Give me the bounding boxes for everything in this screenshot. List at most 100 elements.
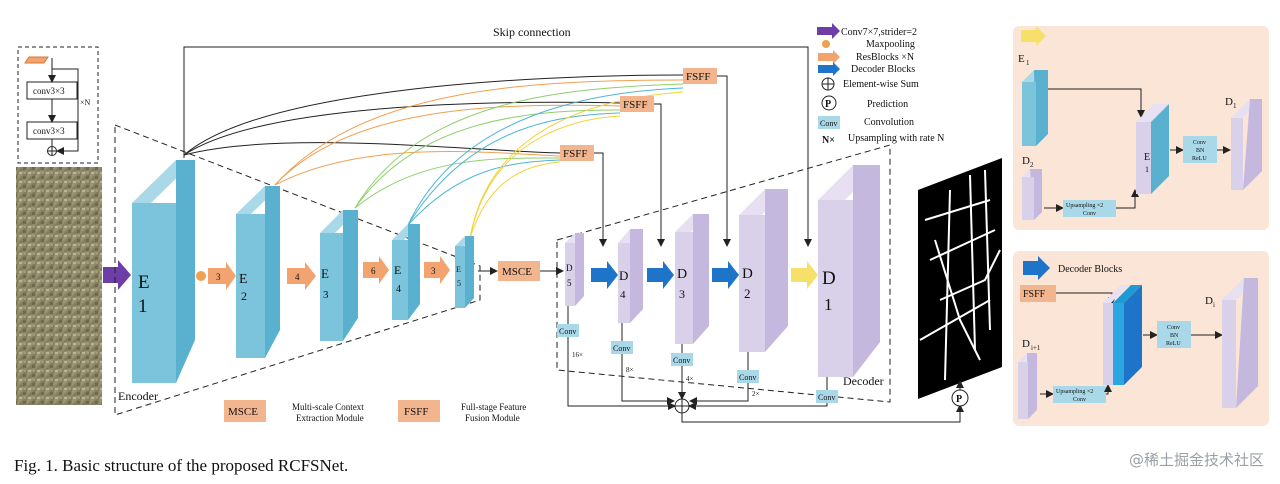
resblock-arrow-2: 4	[287, 262, 316, 290]
prediction-map	[918, 158, 1002, 399]
svg-text:E: E	[321, 266, 329, 281]
svg-text:FSFF: FSFF	[404, 406, 428, 418]
svg-text:Maxpooling: Maxpooling	[866, 39, 915, 50]
resblock-conv1: conv3×3	[33, 86, 65, 96]
decoder-block-d5: D 5	[565, 233, 584, 306]
legend-conv7-icon	[817, 23, 840, 39]
legend-maxpool-icon	[822, 40, 830, 48]
svg-text:Conv: Conv	[1167, 325, 1180, 331]
output-connectors	[567, 306, 964, 423]
svg-text:Full-stage Feature: Full-stage Feature	[461, 402, 526, 412]
svg-text:3: 3	[431, 266, 436, 276]
svg-text:1: 1	[1233, 102, 1237, 110]
svg-text:Convolution: Convolution	[864, 117, 914, 128]
encoder-block-e3: E 3	[320, 210, 358, 341]
resblock-times: ×N	[80, 98, 91, 107]
svg-text:Conv7×7,strider=2: Conv7×7,strider=2	[841, 27, 917, 38]
decoder-arrow-4-yellow	[791, 261, 818, 289]
svg-text:3: 3	[216, 272, 221, 282]
legend: Conv7×7,strider=2 Maxpooling ResBlocks ×…	[817, 23, 944, 146]
skip-connection-label: Skip connection	[493, 25, 571, 39]
svg-text:E: E	[394, 263, 401, 277]
fsff-feature-curves	[183, 74, 684, 239]
svg-text:D: D	[1022, 338, 1030, 350]
svg-text:FSFF: FSFF	[1023, 289, 1046, 300]
msce-box: MSCE	[498, 261, 540, 281]
svg-text:2: 2	[1030, 161, 1034, 169]
svg-text:Conv: Conv	[673, 356, 690, 365]
panel-top-yellow-arrow-icon	[1021, 26, 1046, 46]
svg-text:3: 3	[323, 289, 329, 301]
svg-text:E: E	[239, 272, 248, 287]
conv-box-d2: Conv	[737, 370, 759, 383]
svg-text:N×: N×	[822, 135, 835, 146]
svg-text:1: 1	[1026, 59, 1030, 67]
svg-text:2: 2	[241, 289, 247, 303]
decoder-block-d4: D 4	[618, 229, 643, 323]
svg-text:5: 5	[457, 279, 461, 288]
svg-text:Upsampling ×2: Upsampling ×2	[1066, 203, 1103, 209]
svg-text:FSFF: FSFF	[623, 99, 647, 111]
svg-text:Extraction Module: Extraction Module	[296, 413, 364, 423]
svg-text:5: 5	[567, 278, 572, 288]
encoder-block-e4: E 4	[392, 224, 420, 320]
svg-text:ReLU: ReLU	[1192, 156, 1207, 162]
panel-top: E 1 D 2 Upsampling ×2 Conv E 1 Conv BN R…	[1013, 26, 1269, 230]
resblock-arrow-1: 3	[208, 262, 236, 290]
decoder-arrow-3	[712, 261, 739, 289]
legend-conv-icon	[818, 116, 840, 129]
conv7-arrow-icon	[103, 260, 131, 290]
satellite-image	[16, 167, 102, 405]
svg-text:Element-wise Sum: Element-wise Sum	[843, 79, 919, 90]
svg-text:Upsampling ×2: Upsampling ×2	[1056, 389, 1093, 395]
svg-text:Upsampling with rate N: Upsampling with rate N	[848, 133, 944, 144]
svg-text:Conv: Conv	[818, 393, 835, 402]
resblock-conv2: conv3×3	[33, 126, 65, 136]
svg-text:Multi-scale Context: Multi-scale Context	[292, 402, 364, 412]
svg-text:E: E	[138, 272, 150, 293]
encoder-region	[114, 124, 481, 416]
maxpool-icon	[196, 271, 206, 281]
svg-text:Conv: Conv	[559, 327, 576, 336]
bottom-legend: MSCE Multi-scale Context Extraction Modu…	[224, 400, 526, 423]
svg-text:E: E	[1144, 152, 1150, 163]
upsample-rate-2: 2×	[752, 390, 760, 398]
svg-text:MSCE: MSCE	[228, 406, 258, 418]
svg-text:Prediction: Prediction	[867, 99, 908, 110]
svg-text:D: D	[1225, 96, 1233, 108]
svg-text:Conv: Conv	[1193, 140, 1206, 146]
figure-caption: Fig. 1. Basic structure of the proposed …	[14, 456, 349, 475]
upsample-rate-8: 8×	[626, 366, 634, 374]
decoder-label: Decoder	[843, 374, 884, 388]
svg-text:D: D	[1022, 155, 1030, 167]
svg-text:ReLU: ReLU	[1166, 341, 1181, 347]
upsample-rate-16: 16×	[572, 351, 583, 359]
svg-text:E: E	[456, 265, 461, 274]
svg-text:Conv: Conv	[739, 373, 756, 382]
svg-text:Conv: Conv	[613, 344, 630, 353]
conv-box-d4: Conv	[611, 341, 633, 354]
svg-text:ResBlocks ×N: ResBlocks ×N	[856, 52, 914, 63]
encoder-block-e1: E 1	[132, 160, 195, 383]
svg-text:D: D	[677, 267, 687, 282]
decoder-block-d1: D 1	[818, 165, 880, 377]
legend-resblock-icon	[818, 50, 840, 64]
svg-text:i+1: i+1	[1031, 344, 1041, 352]
svg-text:BN: BN	[1196, 148, 1205, 154]
svg-text:2: 2	[744, 286, 751, 301]
svg-text:3: 3	[679, 287, 685, 301]
encoder-label: Encoder	[118, 389, 158, 403]
decoder-arrow-2	[647, 261, 674, 289]
skip-connection-line	[183, 46, 812, 247]
svg-text:1: 1	[138, 296, 148, 317]
panel-bottom-blue-arrow-icon	[1023, 256, 1050, 280]
watermark: @稀土掘金技术社区	[1128, 451, 1264, 469]
prediction-symbol: P	[956, 394, 962, 405]
decoder-block-d2: D 2	[739, 189, 788, 352]
fsff-box-2: FSFF	[620, 96, 654, 112]
encoder-block-e5: E 5	[455, 236, 474, 308]
svg-text:Decoder Blocks: Decoder Blocks	[851, 64, 915, 75]
fsff-box-3: FSFF	[560, 145, 594, 161]
svg-text:BN: BN	[1170, 333, 1179, 339]
